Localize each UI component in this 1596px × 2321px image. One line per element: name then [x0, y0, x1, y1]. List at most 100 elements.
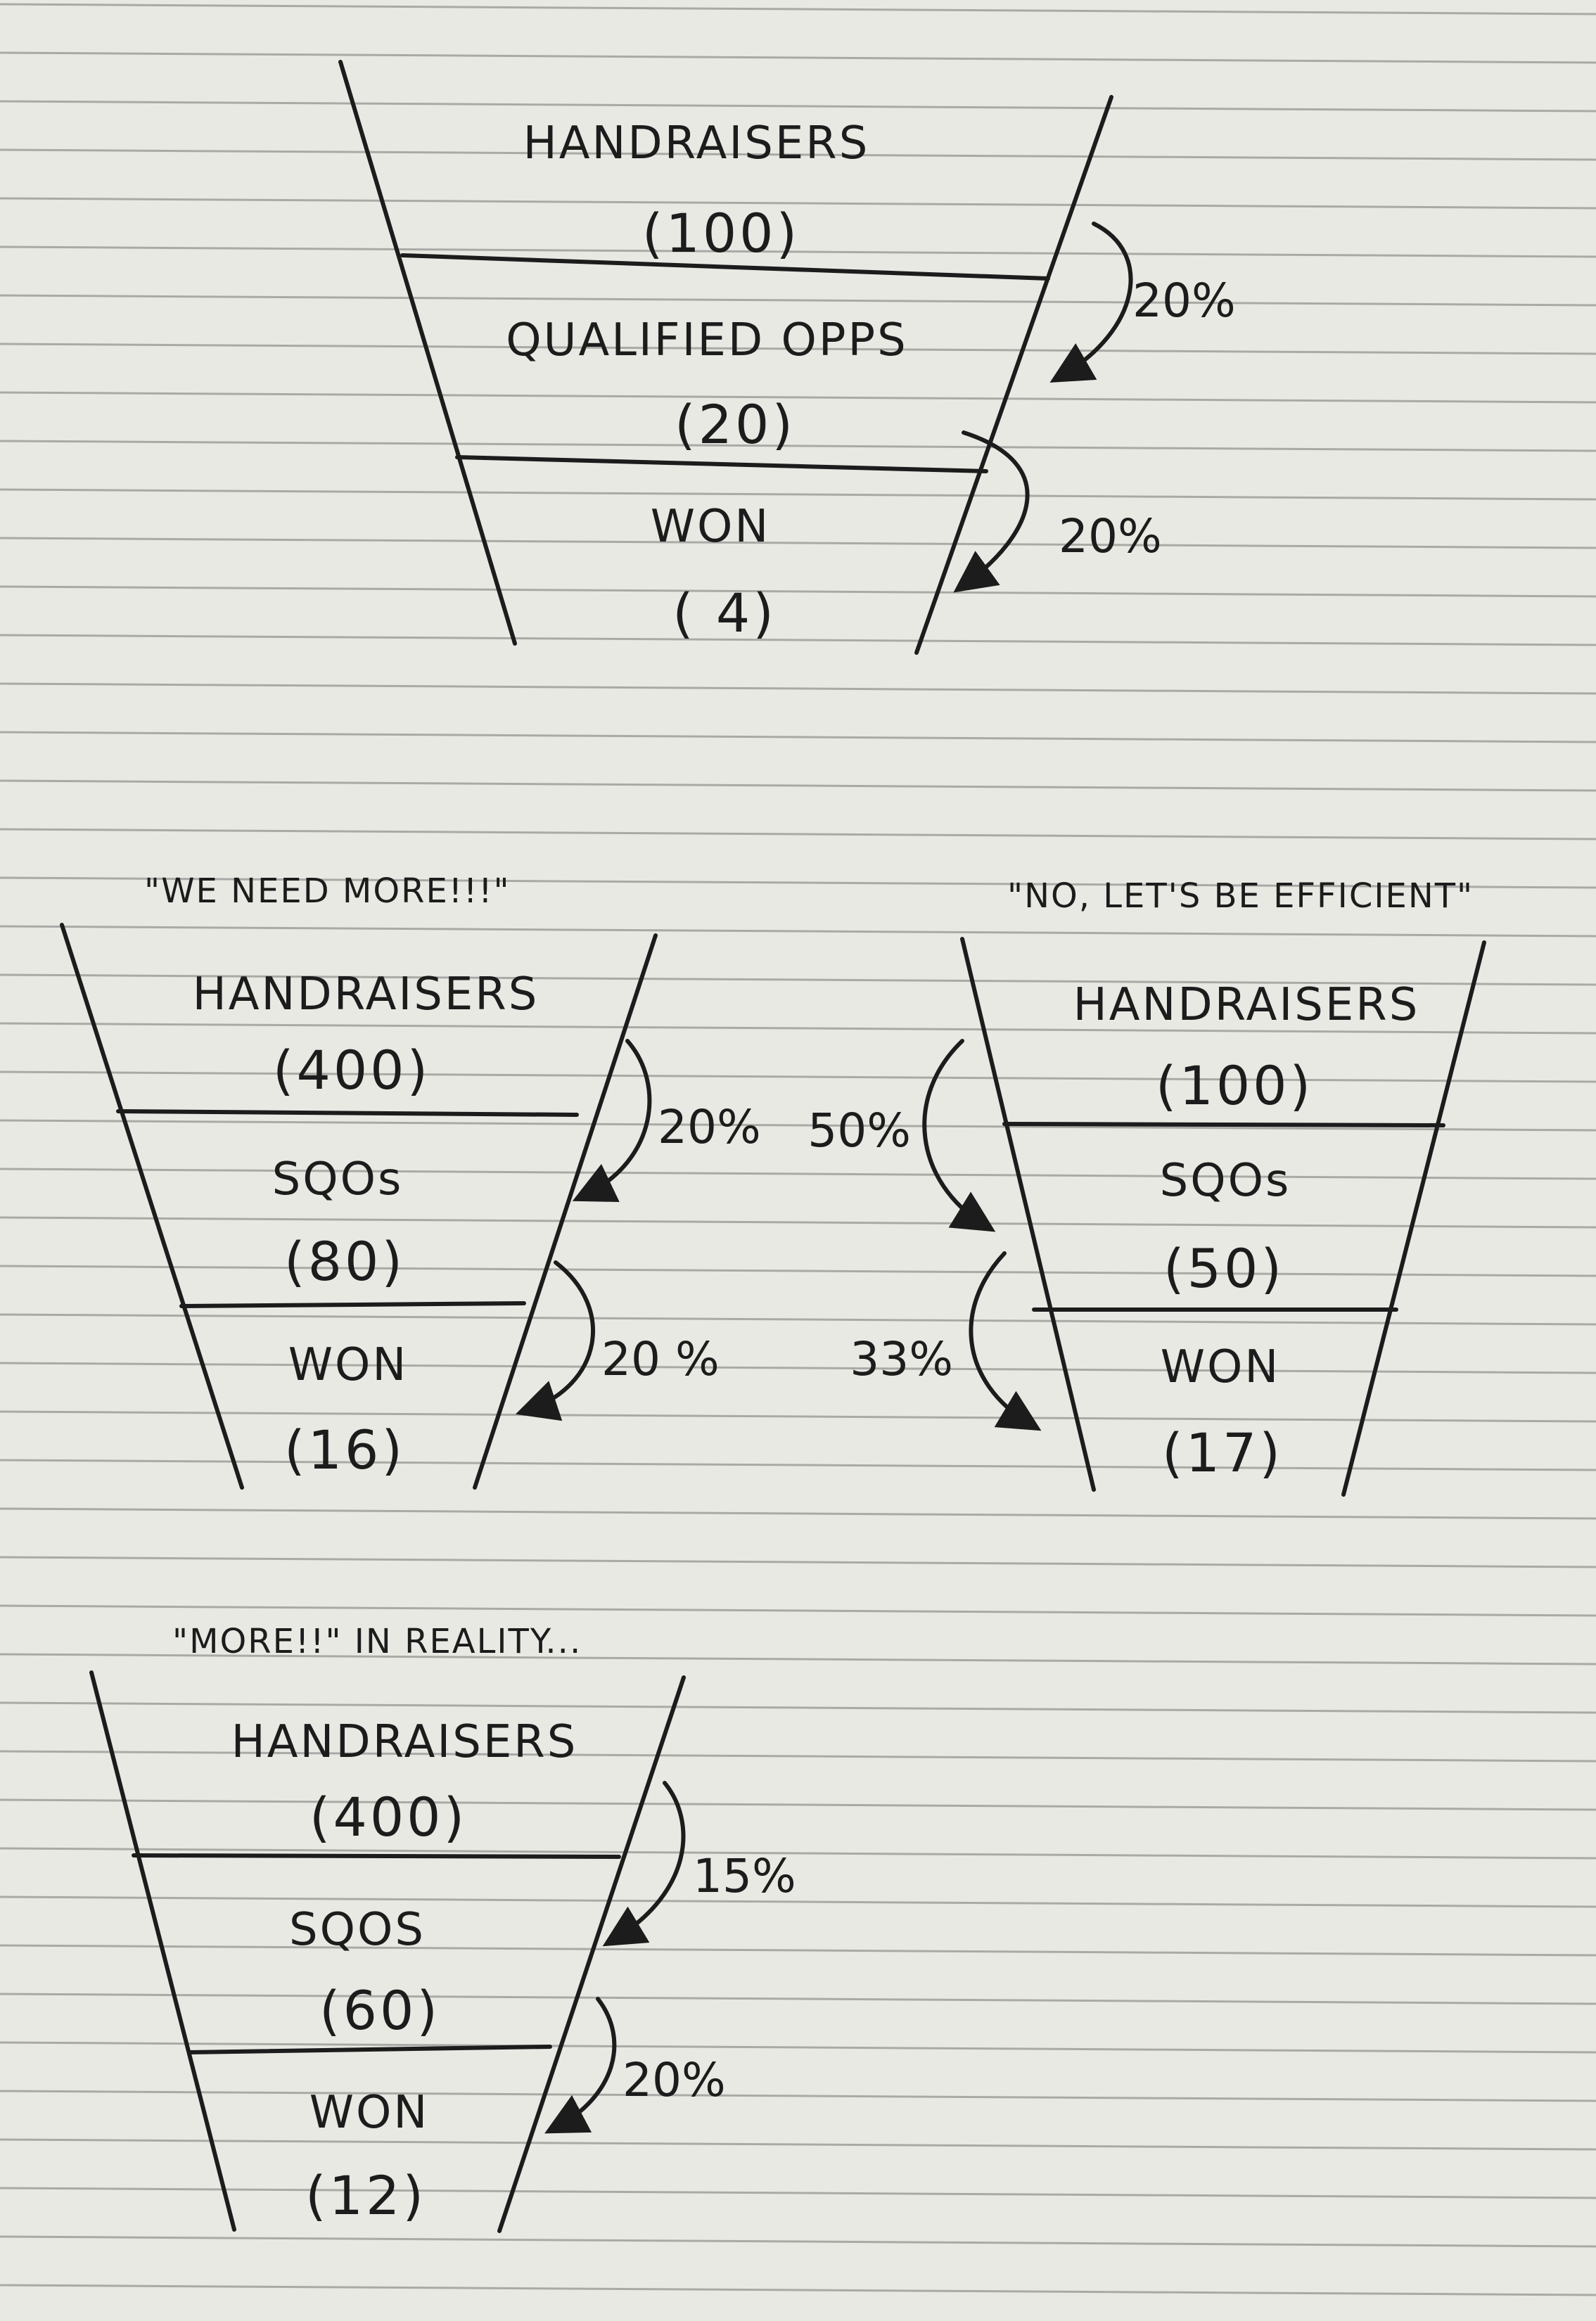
ruled-line — [0, 245, 1596, 258]
stage-label: HANDRAISERS — [1073, 979, 1420, 1031]
stage-divider — [1002, 1122, 1445, 1127]
stage-label: QUALIFIED OPPS — [506, 314, 907, 366]
ruled-line — [0, 343, 1596, 355]
ruled-line — [0, 2138, 1596, 2151]
stage-count: (100) — [642, 202, 800, 264]
ruled-line — [0, 1847, 1596, 1860]
stage-count: (17) — [1162, 1421, 1283, 1484]
funnel-right-wall — [914, 95, 1113, 655]
stage-count: (400) — [309, 1786, 467, 1848]
stage-label: WON — [288, 1339, 409, 1391]
stage-divider — [179, 1301, 526, 1308]
ruled-line — [0, 197, 1596, 210]
stage-label: HANDRAISERS — [193, 968, 540, 1021]
conversion-rate-label: 15% — [693, 1849, 796, 1903]
ruled-line — [0, 1653, 1596, 1665]
ruled-line — [0, 3, 1596, 15]
stage-count: (60) — [319, 1979, 440, 2042]
ruled-line — [0, 1556, 1596, 1568]
stage-count: (12) — [305, 2164, 426, 2227]
ruled-line — [0, 2090, 1596, 2102]
funnel-reality: "MORE!!" IN REALITY... HANDRAISERS (400)… — [89, 1622, 796, 2233]
ruled-line — [0, 634, 1596, 646]
ruled-line — [0, 440, 1596, 452]
ruled-line — [0, 925, 1596, 938]
conversion-arrow — [515, 1260, 596, 1421]
ruled-line — [0, 2041, 1596, 2054]
funnel-right-wall — [473, 933, 658, 1490]
stage-divider — [132, 1853, 621, 1859]
funnel-right-wall — [497, 1675, 686, 2233]
ruled-line — [0, 294, 1596, 307]
ruled-line — [0, 2235, 1596, 2248]
ruled-line — [0, 1798, 1596, 1811]
stage-label: HANDRAISERS — [231, 1716, 578, 1768]
funnel-efficient: "NO, LET'S BE EFFICIENT" HANDRAISERS (10… — [807, 876, 1486, 1497]
ruled-line — [0, 828, 1596, 840]
ruled-line — [0, 51, 1596, 64]
stage-divider — [400, 253, 1050, 281]
funnel-caption: "WE NEED MORE!!!" — [144, 871, 511, 911]
ruled-line — [0, 973, 1596, 986]
ruled-line — [0, 1895, 1596, 1908]
ruled-line — [0, 537, 1596, 549]
conversion-arrow — [1049, 222, 1133, 383]
conversion-arrow — [602, 1781, 686, 1947]
conversion-arrow — [953, 430, 1030, 593]
stage-label: WON — [1161, 1341, 1281, 1393]
ruled-line — [0, 100, 1596, 113]
ruled-line — [0, 1459, 1596, 1471]
ruled-line — [0, 148, 1596, 161]
ruled-line — [0, 779, 1596, 792]
stage-count: (80) — [284, 1230, 405, 1293]
ruled-line — [0, 1119, 1596, 1132]
conversion-arrow — [922, 1039, 996, 1232]
funnel-more: "WE NEED MORE!!!" HANDRAISERS (400) SQOs… — [60, 871, 761, 1490]
ruled-line — [0, 488, 1596, 501]
ruled-line — [0, 1070, 1596, 1083]
funnel-left-wall — [338, 60, 517, 646]
ruled-line — [0, 1410, 1596, 1423]
funnel-caption: "MORE!!" IN REALITY... — [172, 1622, 582, 1661]
ruled-line — [0, 1944, 1596, 1957]
funnel-left-wall — [60, 923, 244, 1490]
ruled-line — [0, 391, 1596, 404]
funnel-baseline: HANDRAISERS (100) QUALIFIED OPPS (20) WO… — [338, 60, 1236, 655]
stage-count: ( 4) — [672, 582, 777, 644]
ruled-line — [0, 1022, 1596, 1035]
ruled-line — [0, 1216, 1596, 1229]
stage-divider — [455, 455, 988, 473]
funnel-caption: "NO, LET'S BE EFFICIENT" — [1007, 876, 1474, 916]
ruled-line — [0, 1313, 1596, 1326]
conversion-rate-label: 20% — [658, 1100, 761, 1154]
ruled-line — [0, 2284, 1596, 2296]
stage-label: SQOs — [272, 1153, 404, 1206]
conversion-rate-label: 20% — [1059, 509, 1162, 563]
ruled-line — [0, 1168, 1596, 1180]
ruled-lines — [0, 3, 1596, 2296]
funnel-left-wall — [89, 1670, 236, 2232]
stage-count: (100) — [1156, 1054, 1313, 1117]
conversion-rate-label: 20% — [623, 2053, 726, 2107]
conversion-rate-label: 33% — [850, 1332, 953, 1386]
stage-count: (50) — [1163, 1237, 1284, 1300]
ruled-line — [0, 876, 1596, 889]
stage-label: SQOS — [289, 1904, 426, 1956]
stage-count: (20) — [675, 393, 796, 456]
ruled-line — [0, 731, 1596, 743]
conversion-rate-label: 50% — [807, 1104, 911, 1158]
stage-label: WON — [651, 501, 771, 553]
conversion-arrow — [572, 1039, 652, 1202]
stage-label: WON — [309, 2087, 430, 2139]
stage-divider — [116, 1109, 579, 1117]
conversion-rate-label: 20% — [1132, 274, 1236, 328]
ruled-line — [0, 1750, 1596, 1763]
ruled-line — [0, 1507, 1596, 1520]
conversion-rate-label: 20 % — [601, 1332, 720, 1386]
stage-label: SQOs — [1160, 1155, 1291, 1207]
stage-divider — [188, 2045, 552, 2054]
funnel-right-wall — [1341, 940, 1486, 1497]
ruled-line — [0, 585, 1596, 598]
